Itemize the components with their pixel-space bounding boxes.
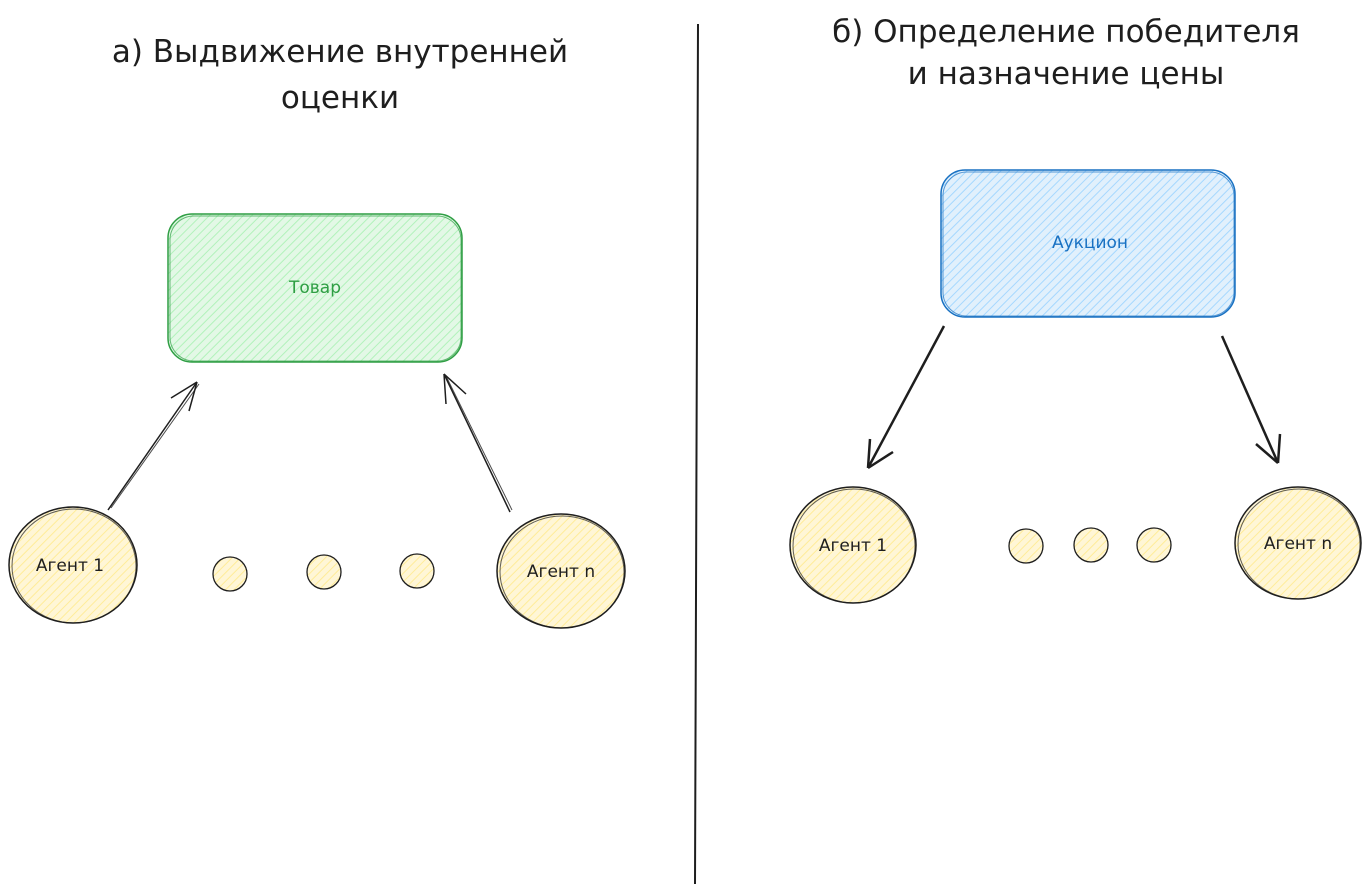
panel-b-title-line1: б) Определение победителя: [832, 14, 1300, 50]
auction-box: [940, 169, 1236, 318]
ellipsis-dot: [306, 554, 342, 590]
ellipsis-dot: [399, 553, 435, 589]
item-label: Товар: [288, 278, 341, 298]
auction-label: Аукцион: [1052, 233, 1128, 253]
agent-n-label: Агент n: [1264, 534, 1332, 554]
panel-b-title-line2: и назначение цены: [908, 56, 1225, 92]
agent-n-node: Агент n: [1234, 486, 1362, 600]
ellipsis-dot: [212, 556, 248, 592]
agent-1-node: Агент 1: [789, 486, 917, 604]
auction-node: Аукцион: [940, 169, 1236, 318]
arrow-auction-to-agent1: [866, 325, 946, 470]
panel-a-title-line1: а) Выдвижение внутренней: [112, 34, 568, 70]
agent-1-label: Агент 1: [819, 536, 887, 556]
agent-1-label: Агент 1: [36, 556, 104, 576]
agent-n-label: Агент n: [527, 562, 595, 582]
ellipsis-dot: [1073, 527, 1109, 563]
agent-1-node: Агент 1: [8, 506, 138, 624]
item-box: [167, 213, 463, 363]
arrow-auction-to-agentn: [1220, 335, 1282, 464]
arrow-agentn-to-item: [443, 373, 513, 513]
arrow-agent1-to-item: [107, 381, 200, 511]
ellipsis-dot: [1136, 527, 1172, 563]
agent-n-node: Агент n: [496, 513, 626, 629]
panel-a-title-line2: оценки: [281, 80, 399, 116]
panel-a: а) Выдвижение внутренней оценки Товар Аг…: [8, 34, 626, 629]
item-node: Товар: [167, 213, 463, 363]
panel-divider: [694, 23, 699, 885]
panel-b: б) Определение победителя и назначение ц…: [789, 14, 1362, 604]
ellipsis-dot: [1008, 528, 1044, 564]
